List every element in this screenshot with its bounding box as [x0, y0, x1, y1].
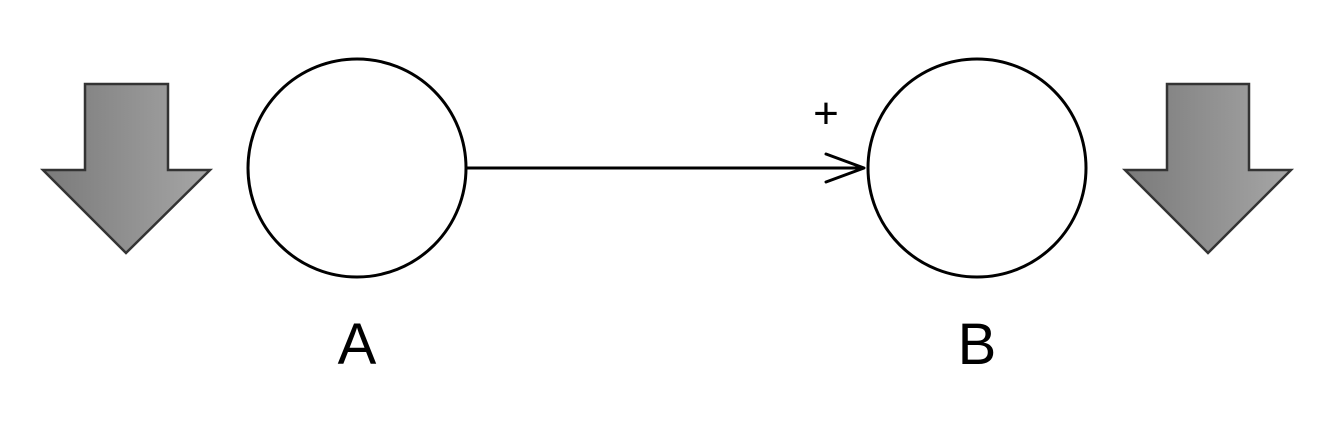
node-b-label: B	[958, 312, 997, 377]
node-a-label: A	[338, 312, 377, 377]
edge-sign-label: +	[813, 89, 839, 138]
down-arrow-icon	[39, 82, 214, 255]
node-b-circle[interactable]	[866, 57, 1088, 279]
node-a-circle[interactable]	[246, 57, 468, 279]
edge-arrowhead-icon	[824, 152, 866, 184]
down-arrow-icon	[1121, 82, 1295, 255]
